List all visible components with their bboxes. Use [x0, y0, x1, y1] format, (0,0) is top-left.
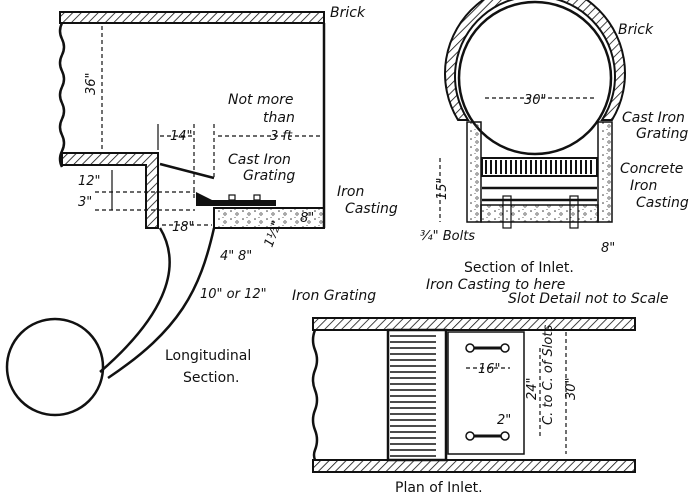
longitudinal-section: 36" 14" 3 ft Not more than Cast Iron Gra… [5, 5, 398, 417]
brick-label: Brick [330, 5, 366, 21]
bolt-head [253, 194, 261, 201]
dim-2-text: 2" [497, 413, 511, 428]
dim-16-text: 16" [478, 362, 501, 377]
plan-grating-bars [390, 335, 436, 457]
not-more-than-line2: than [263, 110, 295, 126]
section-of-inlet: 30" Brick Cast Iron Grating Concrete Iro… [420, 0, 689, 276]
slot-detail-label: Slot Detail not to Scale [508, 291, 669, 307]
grating-bars [485, 160, 592, 174]
cast-iron-grating-section [481, 157, 598, 177]
slot-hole [465, 343, 475, 353]
plan-iron-casting [447, 331, 525, 455]
sewer-circle [457, 0, 613, 156]
concrete-bottom [480, 204, 599, 223]
slot-hole [500, 343, 510, 353]
break-line [58, 22, 66, 168]
main-sewer-circle [5, 317, 105, 417]
concrete-right [597, 121, 613, 223]
bolts-label: ¾" Bolts [420, 229, 475, 244]
longitudinal-caption-1: Longitudinal [165, 348, 251, 364]
concrete-left [466, 121, 482, 223]
plan-iron-grating [386, 328, 448, 462]
dim-24-text: 24" [525, 377, 540, 400]
bolt-head [228, 194, 236, 201]
pipe-wall-inner [99, 227, 171, 373]
dim-3-text: 3" [78, 195, 92, 210]
cast-iron-grating-label-section-2: Grating [636, 126, 688, 142]
dim-14-text: 14" [170, 129, 193, 144]
brick-arch [444, 0, 626, 121]
iron-casting-label-section-2: Casting [636, 195, 689, 211]
dim-4-text: 4" [220, 249, 234, 264]
dim-36-text: 36" [84, 72, 99, 95]
cast-iron-grating-label-section-1: Cast Iron [622, 110, 685, 126]
cast-iron-grating [159, 162, 215, 180]
bolt [502, 195, 512, 229]
dim-30-text: 30" [524, 93, 547, 108]
pipe-wall-outer [107, 227, 216, 380]
cast-iron-grating-label-1: Cast Iron [228, 152, 291, 168]
top-brick-slab [59, 11, 325, 24]
dim-30-plan-text: 30" [564, 377, 579, 400]
plan-bottom-wall [312, 459, 636, 473]
slot-hole [465, 431, 475, 441]
longitudinal-caption-2: Section. [183, 370, 239, 386]
dim-12-text: 12" [78, 174, 101, 189]
iron-casting-label-1: Iron [337, 184, 364, 200]
concrete-label: Concrete [620, 161, 683, 177]
dim-3ft-text: 3 ft [270, 129, 293, 144]
iron-casting [196, 192, 276, 206]
dim-18-text: 18" [172, 220, 195, 235]
dim-15-text: 15" [435, 177, 450, 200]
plan-top-wall [312, 317, 636, 331]
c-to-c-label: C. to C. of Slots [541, 325, 556, 425]
iron-casting-label-2: Casting [345, 201, 398, 217]
iron-grating-label: Iron Grating [292, 288, 376, 304]
plan-of-inlet: 16" 24" C. to C. of Slots 30" 2" Iron Gr… [292, 277, 669, 496]
dim-pipe-text: 10" or 12" [200, 287, 267, 302]
bolt [569, 195, 579, 229]
step-brick [61, 152, 159, 229]
brick-label-section: Brick [618, 22, 654, 38]
cast-iron-grating-label-2: Grating [243, 168, 295, 184]
plan-caption: Plan of Inlet. [395, 480, 483, 496]
slot-hole [500, 431, 510, 441]
iron-casting-label-section-1: Iron [630, 178, 657, 194]
section-caption: Section of Inlet. [464, 260, 574, 276]
dim-8-text: 8" [238, 249, 252, 264]
dim-8-section-text: 8" [601, 241, 615, 256]
iron-casting-to-here-label: Iron Casting to here [426, 277, 565, 293]
concrete-base [213, 207, 325, 229]
plan-break-line [311, 329, 319, 461]
dim-8-side-text: 8" [300, 211, 314, 226]
not-more-than-line1: Not more [228, 92, 294, 108]
